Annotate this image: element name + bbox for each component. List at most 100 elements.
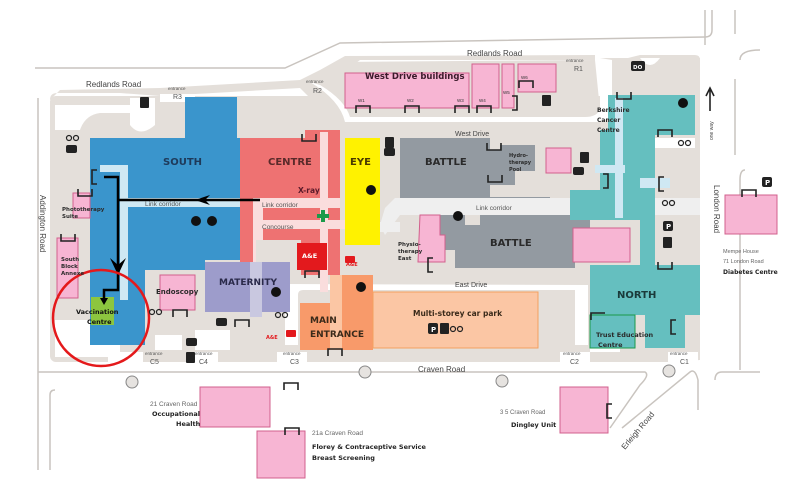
north-annex — [645, 315, 685, 348]
label-link-corridor-centre: Link corridor — [262, 202, 299, 209]
entrance-ae-icon — [304, 270, 320, 278]
entrance-berkshire-side-icon — [603, 173, 609, 189]
bus-icon-south — [66, 145, 77, 153]
road-outlines — [35, 10, 761, 470]
entrance-c1-label: C1 — [680, 359, 689, 366]
label-berkshire-2: Cancer — [597, 117, 620, 124]
link-corridor-join — [380, 222, 400, 232]
disabled-parking-icon-north — [580, 152, 589, 163]
bicycle-icon-berkshire — [677, 139, 692, 147]
entrance-trust-icon — [670, 319, 676, 335]
entrance-dingley-icon — [606, 403, 612, 419]
drop-off-icon — [631, 61, 645, 71]
entrance-labels: entrance R3 entrance R2 entrance R1 entr… — [145, 58, 689, 366]
label-berkshire-3: Centre — [597, 127, 620, 134]
building-ae — [297, 243, 327, 270]
cafe-icon-south — [191, 216, 201, 226]
entrance-w3-icon — [454, 105, 470, 113]
diabetes-name: Diabetes Centre — [723, 269, 778, 276]
pharmacy-cross-icon — [317, 210, 329, 222]
label-vaccination-1: Vaccination — [76, 308, 119, 316]
entrance-w4-icon — [476, 105, 492, 113]
ae-sign-icon-2 — [286, 330, 296, 337]
building-battle-south — [440, 215, 590, 268]
label-w1: W1 — [358, 98, 365, 103]
florey-screening — [256, 430, 306, 479]
road-label-one-way: one way — [709, 121, 715, 140]
entrance-c5-word: entrance — [145, 351, 163, 356]
label-south: SOUTH — [163, 157, 202, 168]
entrance-r2-label: R2 — [313, 88, 322, 95]
entrance-w2-icon — [404, 105, 420, 113]
label-battle-south: BATTLE — [490, 238, 532, 249]
ae-sign-icon-1 — [345, 256, 355, 263]
entrance-r1-label: R1 — [574, 66, 583, 73]
entrance-w5-icon — [512, 95, 518, 111]
label-west-drive-buildings: West Drive buildings — [365, 72, 465, 82]
occ-health-name-2: Health — [176, 420, 201, 428]
label-ae-sign-2: A&E — [266, 335, 278, 341]
physiotherapy-east — [417, 214, 446, 263]
cafe-icon-berkshire — [678, 98, 688, 108]
label-hydro-3: Pool — [509, 167, 522, 173]
entrance-phototherapy-icon — [77, 189, 93, 197]
route-arrow-head-vaccination — [100, 298, 108, 305]
label-annexe-2: Block — [61, 264, 78, 270]
entrance-main-icon — [327, 348, 343, 356]
label-w5: W5 — [503, 90, 510, 95]
label-xray: X-ray — [298, 186, 320, 195]
disabled-parking-icon-north2 — [663, 237, 672, 248]
entry-icons — [60, 80, 757, 435]
bicycle-icon-north — [661, 199, 676, 207]
entrance-berkshire-icon — [616, 92, 632, 100]
label-w4: W4 — [479, 98, 486, 103]
label-eye: EYE — [350, 157, 371, 168]
entrance-battle-icon — [486, 143, 502, 151]
entrance-c4-label: C4 — [199, 359, 208, 366]
label-link-corridor-east: Link corridor — [476, 205, 513, 212]
diabetes-address-1: Mempe House — [723, 249, 759, 255]
road-label-redlands-east: Redlands Road — [467, 49, 522, 58]
accessibility-icons — [140, 61, 772, 363]
west-drive-building-w4 — [471, 63, 500, 109]
dingley-address: 3 5 Craven Road — [500, 410, 545, 416]
entrance-north-icon — [590, 312, 605, 320]
label-annexe-1: South — [61, 257, 79, 263]
pink-building-east — [545, 147, 572, 174]
north-corridors — [595, 98, 670, 218]
entrance-c3-label: C3 — [290, 359, 299, 366]
building-maternity — [205, 262, 290, 312]
restaurant-icon-south — [207, 216, 217, 226]
entrance-diabetes-icon — [741, 189, 757, 197]
building-north — [570, 95, 700, 315]
parking-icon-diabetes — [762, 177, 772, 187]
label-physio-2: therapy — [398, 249, 423, 255]
west-drive-building-w5 — [501, 63, 515, 109]
label-trust-1: Trust Education — [596, 331, 654, 339]
label-annexe-3: Annexe — [61, 271, 84, 277]
bicycle-icon-car-park — [449, 325, 464, 333]
multi-storey-car-park — [372, 291, 539, 349]
entrance-north-east-icon — [657, 129, 673, 137]
occ-health-name-1: Occupational — [152, 410, 200, 418]
entrance-w1-icon — [355, 105, 371, 113]
entrance-physio-icon — [427, 257, 433, 273]
dingley-name: Dingley Unit — [511, 421, 556, 429]
label-trust-2: Centre — [598, 341, 623, 349]
one-way-arrow-icon — [705, 86, 715, 111]
disabled-parking-icon-car-park — [440, 323, 449, 334]
label-phototherapy-2: Suite — [62, 214, 78, 220]
entrance-occ-health-icon — [283, 382, 299, 390]
occupational-health — [199, 386, 271, 428]
label-concourse: Concourse — [262, 224, 294, 231]
parking-glyph-diabetes: P — [765, 179, 770, 187]
bus-stop-icon-c1 — [662, 364, 676, 378]
label-phototherapy-1: Phototherapy — [62, 207, 105, 213]
disabled-parking-icon-west-drive — [542, 95, 551, 106]
entrance-endoscopy-icon — [172, 309, 188, 317]
entrance-florey-icon — [284, 427, 300, 435]
entrance-c3-word: entrance — [283, 351, 301, 356]
north-ground — [600, 58, 700, 100]
phototherapy-suite — [72, 192, 91, 219]
